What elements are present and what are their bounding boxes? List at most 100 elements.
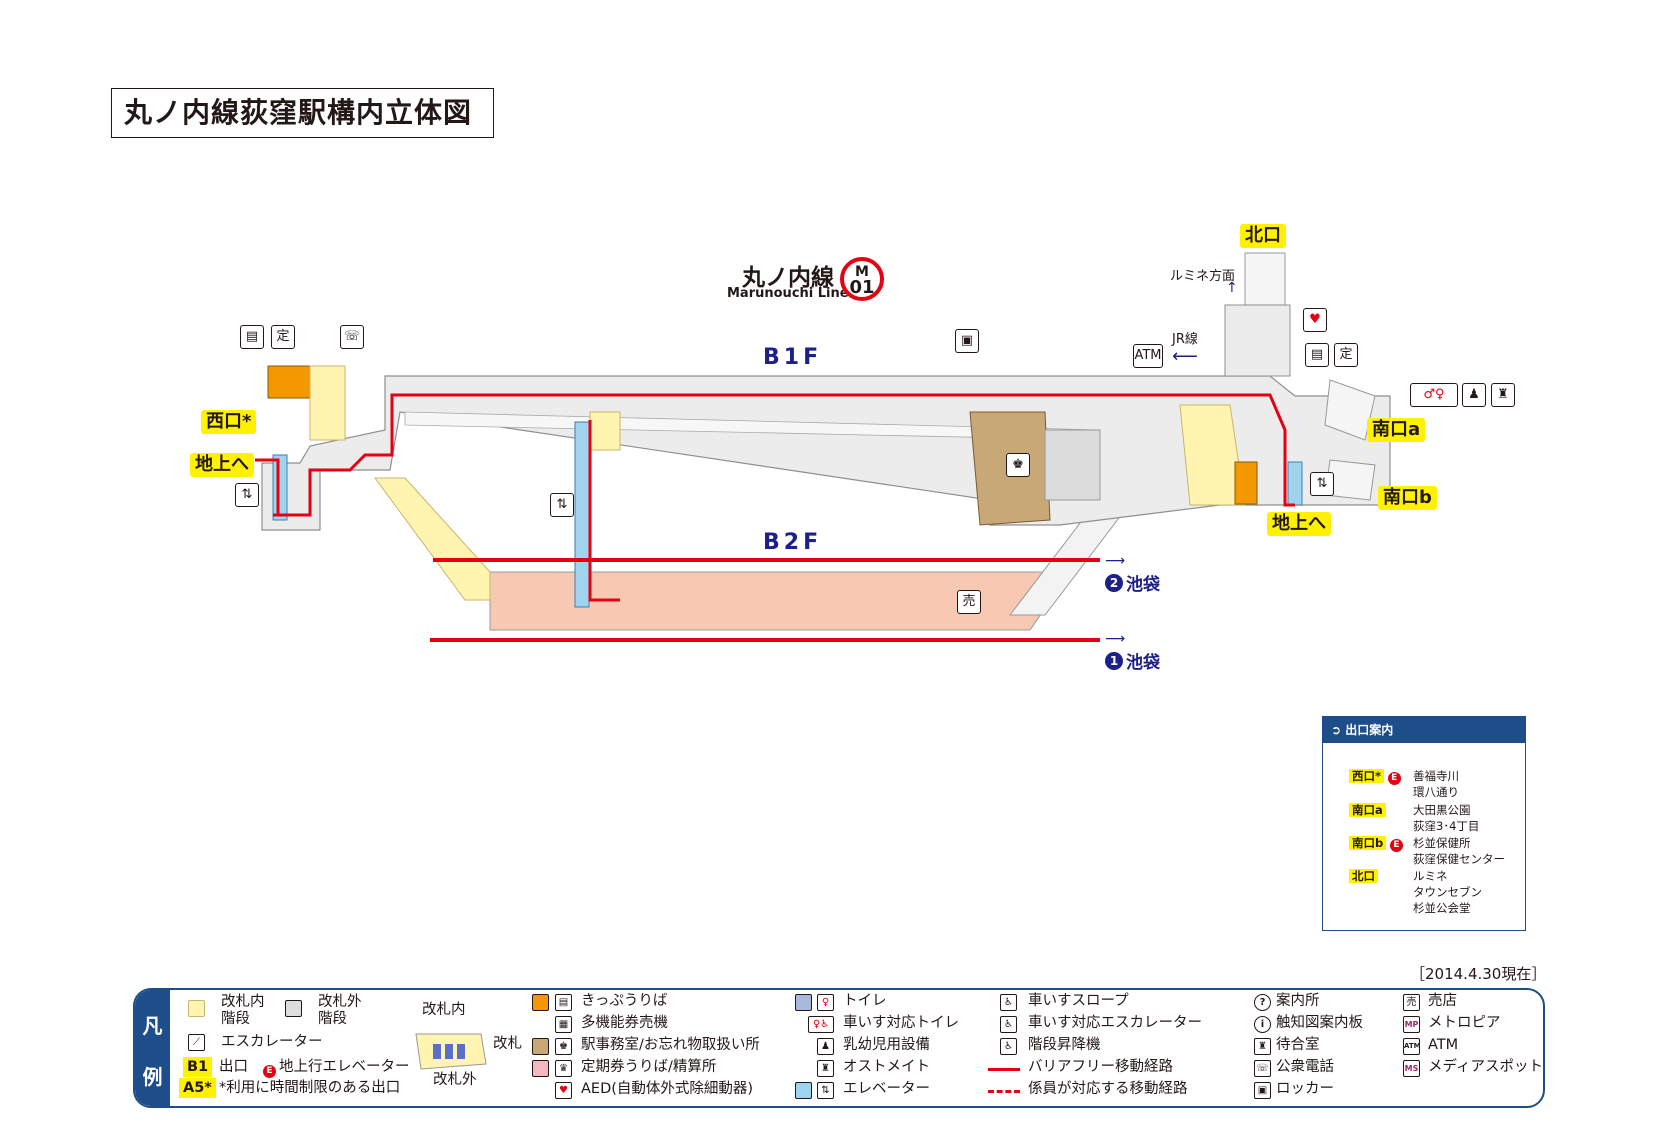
exit-guide-places: 杉並保健所 荻窪保健センター xyxy=(1413,835,1505,867)
legend-col5-item: ロッカー xyxy=(1276,1081,1334,1097)
exit-guide-place: タウンセブン xyxy=(1413,885,1482,899)
shop-icon-legend: 売 xyxy=(1403,994,1420,1011)
ostomate-icon-legend: ♜ xyxy=(817,1060,834,1077)
line-name-en: Marunouchi Line xyxy=(727,286,849,301)
exit-south-b-label[interactable]: 南口b xyxy=(1378,486,1437,510)
toilet-icon[interactable]: ♂♀ xyxy=(1410,383,1458,407)
gate-diagram xyxy=(415,1033,487,1070)
stairs-west xyxy=(309,365,346,441)
ostomate-icon[interactable]: ♜ xyxy=(1491,383,1515,407)
elevator-icon-east[interactable]: ⇅ xyxy=(1310,472,1334,496)
atm-icon-legend: ATM xyxy=(1403,1038,1421,1055)
stairs-north xyxy=(1244,252,1286,313)
aed-icon[interactable]: ♥ xyxy=(1303,308,1327,332)
locker-icon[interactable]: ▣ xyxy=(955,329,979,353)
elevator-icon-center[interactable]: ⇅ xyxy=(550,493,574,517)
line-badge-letter: M xyxy=(855,264,869,280)
platform-number-2: 2 xyxy=(1105,573,1123,592)
atm-icon[interactable]: ATM xyxy=(1133,344,1163,368)
baby-icon[interactable]: ♟ xyxy=(1462,383,1486,407)
exit-guide-places: 善福寺川 環八通り xyxy=(1413,768,1459,800)
legend-escalator: エスカレーター xyxy=(221,1034,323,1050)
legend-col2-item: 定期券うりば/精算所 xyxy=(581,1059,717,1075)
media-spot-icon: MS xyxy=(1403,1060,1420,1077)
line-badge-number: 01 xyxy=(849,277,875,298)
info-icon: ? xyxy=(1254,994,1271,1011)
floor-label-b2f: B2F xyxy=(763,530,823,555)
legend-elevator-up: 地上行エレベーター xyxy=(279,1059,410,1075)
arrow-right-icon-2: ⟶ xyxy=(1105,553,1126,569)
ticket-office-swatch xyxy=(532,994,549,1011)
legend-col4-item: 車いすスロープ xyxy=(1028,993,1129,1009)
b2f-platform xyxy=(489,571,1071,631)
arrow-left-icon: ⟵ xyxy=(1172,346,1198,367)
north-hall xyxy=(1224,304,1291,377)
legend-col3-item: 乳幼児用設備 xyxy=(843,1037,930,1053)
exit-guide-place: 荻窪3･4丁目 xyxy=(1413,819,1480,833)
barrier-free-route xyxy=(273,393,1295,517)
station-office-icon[interactable]: ♚ xyxy=(1006,453,1030,477)
stairs-left-b2 xyxy=(374,477,491,601)
elevator-icon-west[interactable]: ⇅ xyxy=(235,483,259,507)
elevator-badge: E xyxy=(263,1065,276,1078)
baby-icon-legend: ♟ xyxy=(817,1038,834,1055)
legend-stairs-outside: 改札外 階段 xyxy=(318,994,362,1027)
exit-chijou-left-label[interactable]: 地上へ xyxy=(190,453,254,477)
exit-chijou-right-label[interactable]: 地上へ xyxy=(1267,512,1331,536)
phone-icon-legend: ☏ xyxy=(1254,1060,1271,1077)
teiki-icon-legend: ♛ xyxy=(555,1060,572,1077)
elevator-badge: E xyxy=(1387,772,1401,785)
stairs-outside-icon xyxy=(285,1000,302,1017)
exit-guide-place: 荻窪保健センター xyxy=(1413,852,1505,866)
shop-icon[interactable]: 売 xyxy=(957,590,981,614)
elevator-badge: E xyxy=(1389,839,1403,852)
ticket-icon-east[interactable]: ▤ xyxy=(1305,343,1329,367)
exit-guide-tag: 北口 xyxy=(1349,869,1378,883)
exit-north-label[interactable]: 北口 xyxy=(1240,224,1286,248)
teiki-icon-east[interactable]: 定 xyxy=(1334,343,1358,367)
elevator-center xyxy=(574,421,590,608)
legend-col4-item: 係員が対応する移動経路 xyxy=(1028,1081,1188,1097)
escalator-icon: ⟋ xyxy=(188,1034,205,1051)
gate-area-right xyxy=(1179,404,1246,506)
exit-west-label[interactable]: 西口* xyxy=(201,410,257,434)
legend-side: 凡 例 xyxy=(135,990,170,1106)
exit-guide-place: 杉並保健所 xyxy=(1413,836,1471,850)
exit-guide-place: 杉並公会堂 xyxy=(1413,901,1471,915)
teiki-icon-west[interactable]: 定 xyxy=(271,325,295,349)
exit-guide-row: 西口* E xyxy=(1349,768,1401,785)
elevator-east xyxy=(1287,461,1303,506)
elevator-west xyxy=(272,454,288,521)
elevator-swatch xyxy=(795,1082,812,1099)
legend-exit: 出口 xyxy=(219,1059,248,1075)
exit-guide-tag: 南口b xyxy=(1349,836,1387,850)
legend-gate-outside: 改札外 xyxy=(433,1072,477,1088)
slope-icon: ♿ xyxy=(1000,994,1017,1011)
legend-col2-item: 駅事務室/お忘れ物取扱い所 xyxy=(581,1037,760,1053)
legend-col3-item: トイレ xyxy=(843,993,887,1009)
ticket-machines xyxy=(1044,429,1101,501)
exit-south-a-label[interactable]: 南口a xyxy=(1367,418,1426,442)
exit-guide-heading-text: 出口案内 xyxy=(1345,723,1394,737)
floor-label-b1f: B1F xyxy=(763,345,823,370)
legend-col6-item: メディアスポット xyxy=(1428,1059,1543,1075)
toilet-icon-legend: ♀ xyxy=(817,994,834,1011)
legend-col4-item: バリアフリー移動経路 xyxy=(1028,1059,1173,1075)
arrow-right-icon-1: ⟶ xyxy=(1105,631,1126,647)
phone-icon[interactable]: ☏ xyxy=(340,325,364,349)
exit-guide-heading: ➲ 出口案内 xyxy=(1323,717,1525,743)
exit-guide-places: ルミネ タウンセブン 杉並公会堂 xyxy=(1413,868,1482,916)
exit-guide-places: 大田黒公園 荻窪3･4丁目 xyxy=(1413,802,1479,834)
line-badge: M 01 xyxy=(840,257,884,301)
line-name-ja: 丸ノ内線 xyxy=(742,265,834,291)
teiki-office-swatch xyxy=(532,1060,549,1077)
ticket-icon: ▤ xyxy=(555,994,572,1011)
exit-guide-place: ルミネ xyxy=(1413,869,1448,883)
ticket-icon-west[interactable]: ▤ xyxy=(240,325,264,349)
aed-icon-legend: ♥ xyxy=(555,1082,572,1099)
barrier-free-route-center xyxy=(588,420,620,602)
barrier-free-line-sample xyxy=(988,1068,1020,1071)
station-office-swatch xyxy=(532,1038,549,1055)
legend-col4-item: 車いす対応エスカレーター xyxy=(1028,1015,1202,1031)
wheelchair-toilet-icon: ♀♿ xyxy=(808,1016,834,1033)
